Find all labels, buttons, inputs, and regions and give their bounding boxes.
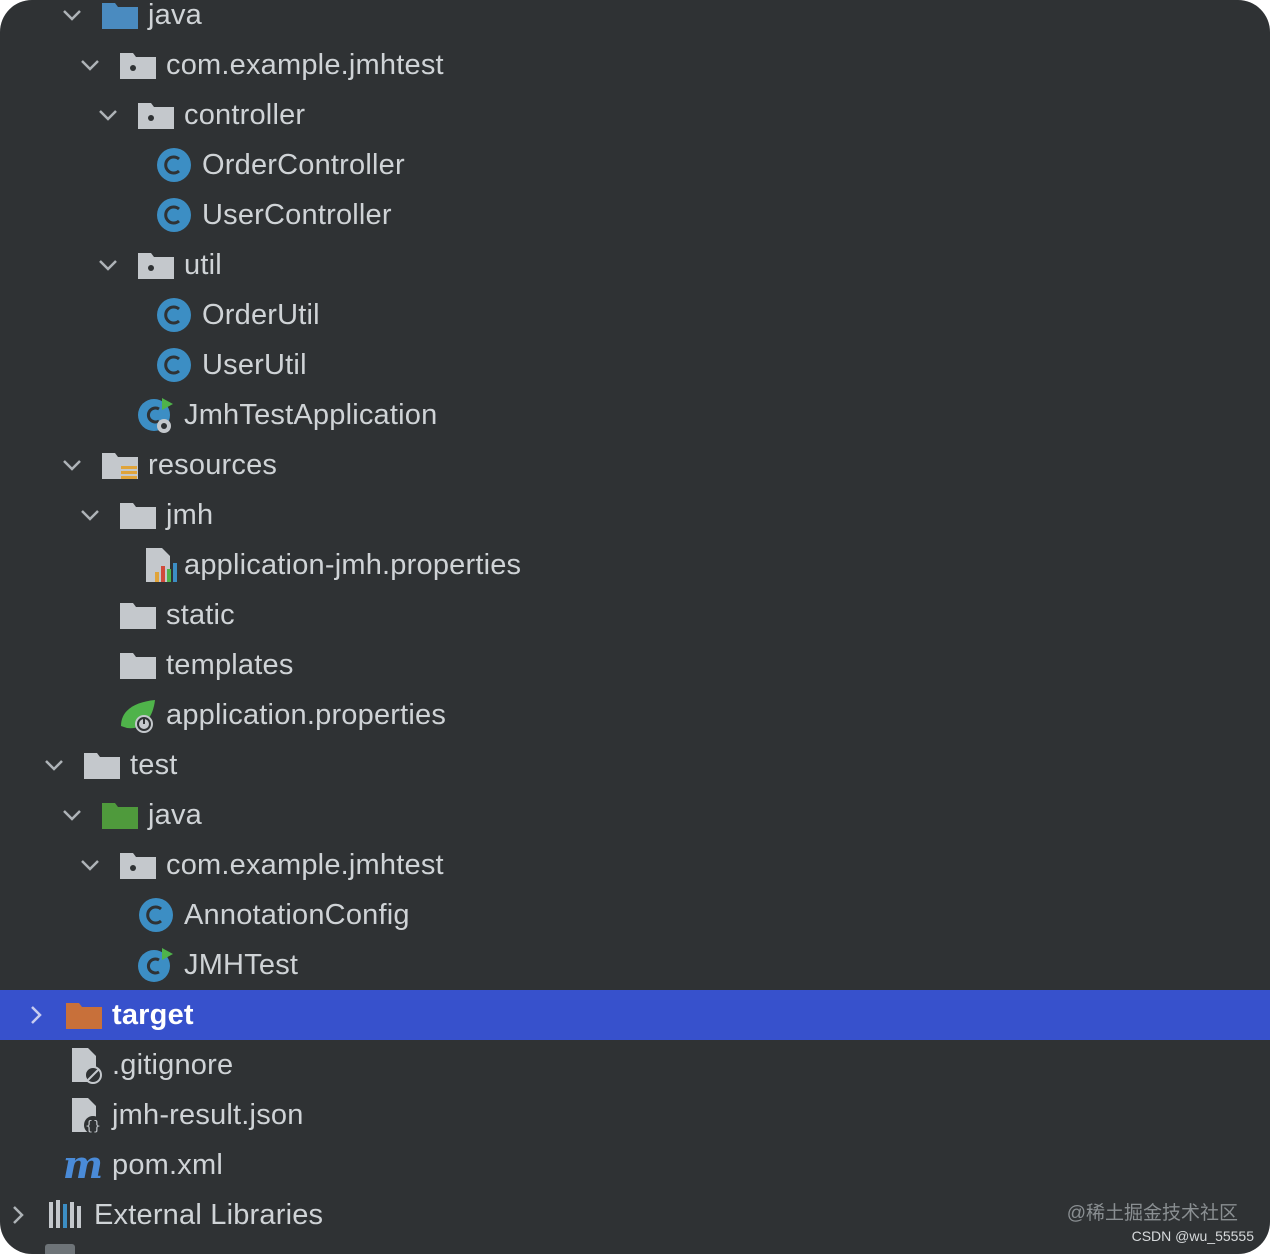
tree-row-jmh-test-application[interactable]: JmhTestApplication: [0, 390, 1270, 440]
package-folder-icon: [117, 844, 159, 886]
source-root-folder-icon: [99, 0, 141, 36]
tree-row-application-jmh-properties[interactable]: application-jmh.properties: [0, 540, 1270, 590]
tree-row-resources[interactable]: resources: [0, 440, 1270, 490]
runnable-class-icon: [135, 944, 177, 986]
svg-text:m: m: [63, 1144, 103, 1186]
java-class-icon: [153, 144, 195, 186]
java-class-icon: [153, 294, 195, 336]
tree-row-jmh-folder[interactable]: jmh: [0, 490, 1270, 540]
test-source-root-folder-icon: [99, 794, 141, 836]
tree-row-label: JmhTestApplication: [184, 399, 438, 431]
tree-row-label: UserUtil: [202, 349, 307, 381]
tree-row-label: OrderController: [202, 149, 405, 181]
properties-file-icon: [139, 544, 181, 586]
chevron-down-icon[interactable]: [39, 745, 69, 785]
tree-row-label: com.example.jmhtest: [166, 849, 444, 881]
watermark-site: @稀土掘金技术社区: [1066, 1203, 1238, 1224]
folder-icon: [81, 744, 123, 786]
chevron-down-icon[interactable]: [57, 0, 87, 35]
tree-row-application-properties[interactable]: application.properties: [0, 690, 1270, 740]
tree-row-label: templates: [166, 649, 294, 681]
tree-row-user-controller[interactable]: UserController: [0, 190, 1270, 240]
excluded-folder-icon: [63, 994, 105, 1036]
tree-row-label: util: [184, 249, 222, 281]
resources-folder-icon: [99, 444, 141, 486]
tree-row-package[interactable]: com.example.jmhtest: [0, 40, 1270, 90]
tree-row-label: java: [148, 0, 202, 31]
tree-row-label: controller: [184, 99, 306, 131]
chevron-down-icon[interactable]: [57, 445, 87, 485]
tree-row-controller[interactable]: controller: [0, 90, 1270, 140]
spring-boot-class-icon: [135, 394, 177, 436]
folder-icon: [117, 494, 159, 536]
package-folder-icon: [135, 244, 177, 286]
tree-row-test-package[interactable]: com.example.jmhtest: [0, 840, 1270, 890]
tree-row-static[interactable]: static: [0, 590, 1270, 640]
tree-row-order-controller[interactable]: OrderController: [0, 140, 1270, 190]
folder-icon: [117, 644, 159, 686]
json-file-icon: {}: [67, 1094, 109, 1136]
tree-row-templates[interactable]: templates: [0, 640, 1270, 690]
tree-row-label: java: [148, 799, 202, 831]
tree-row-label: .gitignore: [112, 1049, 234, 1081]
tree-row-label: target: [112, 999, 194, 1031]
chevron-down-icon[interactable]: [57, 795, 87, 835]
tree-row-jmh-test[interactable]: JMHTest: [0, 940, 1270, 990]
java-class-icon: [135, 894, 177, 936]
chevron-right-icon[interactable]: [21, 995, 51, 1035]
tree-row-label: com.example.jmhtest: [166, 49, 444, 81]
tree-row-order-util[interactable]: OrderUtil: [0, 290, 1270, 340]
svg-text:{}: {}: [85, 1119, 101, 1134]
tree-row-label: application-jmh.properties: [184, 549, 522, 581]
tree-row-jmh-result-json[interactable]: {} jmh-result.json: [0, 1090, 1270, 1140]
tree-row-label: AnnotationConfig: [184, 899, 410, 931]
tree-row-annotation-config[interactable]: AnnotationConfig: [0, 890, 1270, 940]
tree-row-user-util[interactable]: UserUtil: [0, 340, 1270, 390]
tree-row-label: resources: [148, 449, 278, 481]
chevron-down-icon[interactable]: [93, 95, 123, 135]
java-class-icon: [153, 344, 195, 386]
tree-row-label: static: [166, 599, 235, 631]
tree-row-test[interactable]: test: [0, 740, 1270, 790]
chevron-down-icon[interactable]: [75, 495, 105, 535]
chevron-down-icon[interactable]: [75, 45, 105, 85]
tree-row-gitignore[interactable]: .gitignore: [0, 1040, 1270, 1090]
tree-row-pom-xml[interactable]: m pom.xml: [0, 1140, 1270, 1190]
tree-row-test-java[interactable]: java: [0, 790, 1270, 840]
tree-row-external-libraries[interactable]: External Libraries: [0, 1190, 1270, 1240]
tree-row-label: OrderUtil: [202, 299, 320, 331]
chevron-down-icon[interactable]: [93, 245, 123, 285]
maven-icon: m: [63, 1142, 105, 1187]
tree-row-main-java[interactable]: java: [0, 0, 1270, 40]
folder-icon: [117, 594, 159, 636]
tree-row-label: UserController: [202, 199, 392, 231]
chevron-down-icon[interactable]: [75, 845, 105, 885]
spring-properties-icon: [117, 694, 159, 736]
watermark-author: CSDN @wu_55555: [1131, 1228, 1254, 1244]
libraries-icon: [45, 1194, 87, 1236]
tree-row-target[interactable]: target: [0, 990, 1270, 1040]
ignore-file-icon: [67, 1044, 109, 1086]
chevron-right-icon[interactable]: [3, 1195, 33, 1235]
tree-row-label: application.properties: [166, 699, 447, 731]
tree-row-label: jmh-result.json: [112, 1099, 304, 1131]
java-class-icon: [153, 194, 195, 236]
tree-row-label: jmh: [166, 499, 214, 531]
package-folder-icon: [117, 44, 159, 86]
package-folder-icon: [135, 94, 177, 136]
tree-row-label: test: [130, 749, 178, 781]
partial-row-icon: [45, 1244, 75, 1254]
tree-row-label: External Libraries: [94, 1199, 324, 1231]
tree-row-label: pom.xml: [112, 1149, 223, 1181]
tree-row-label: JMHTest: [184, 949, 299, 981]
tree-row-util[interactable]: util: [0, 240, 1270, 290]
